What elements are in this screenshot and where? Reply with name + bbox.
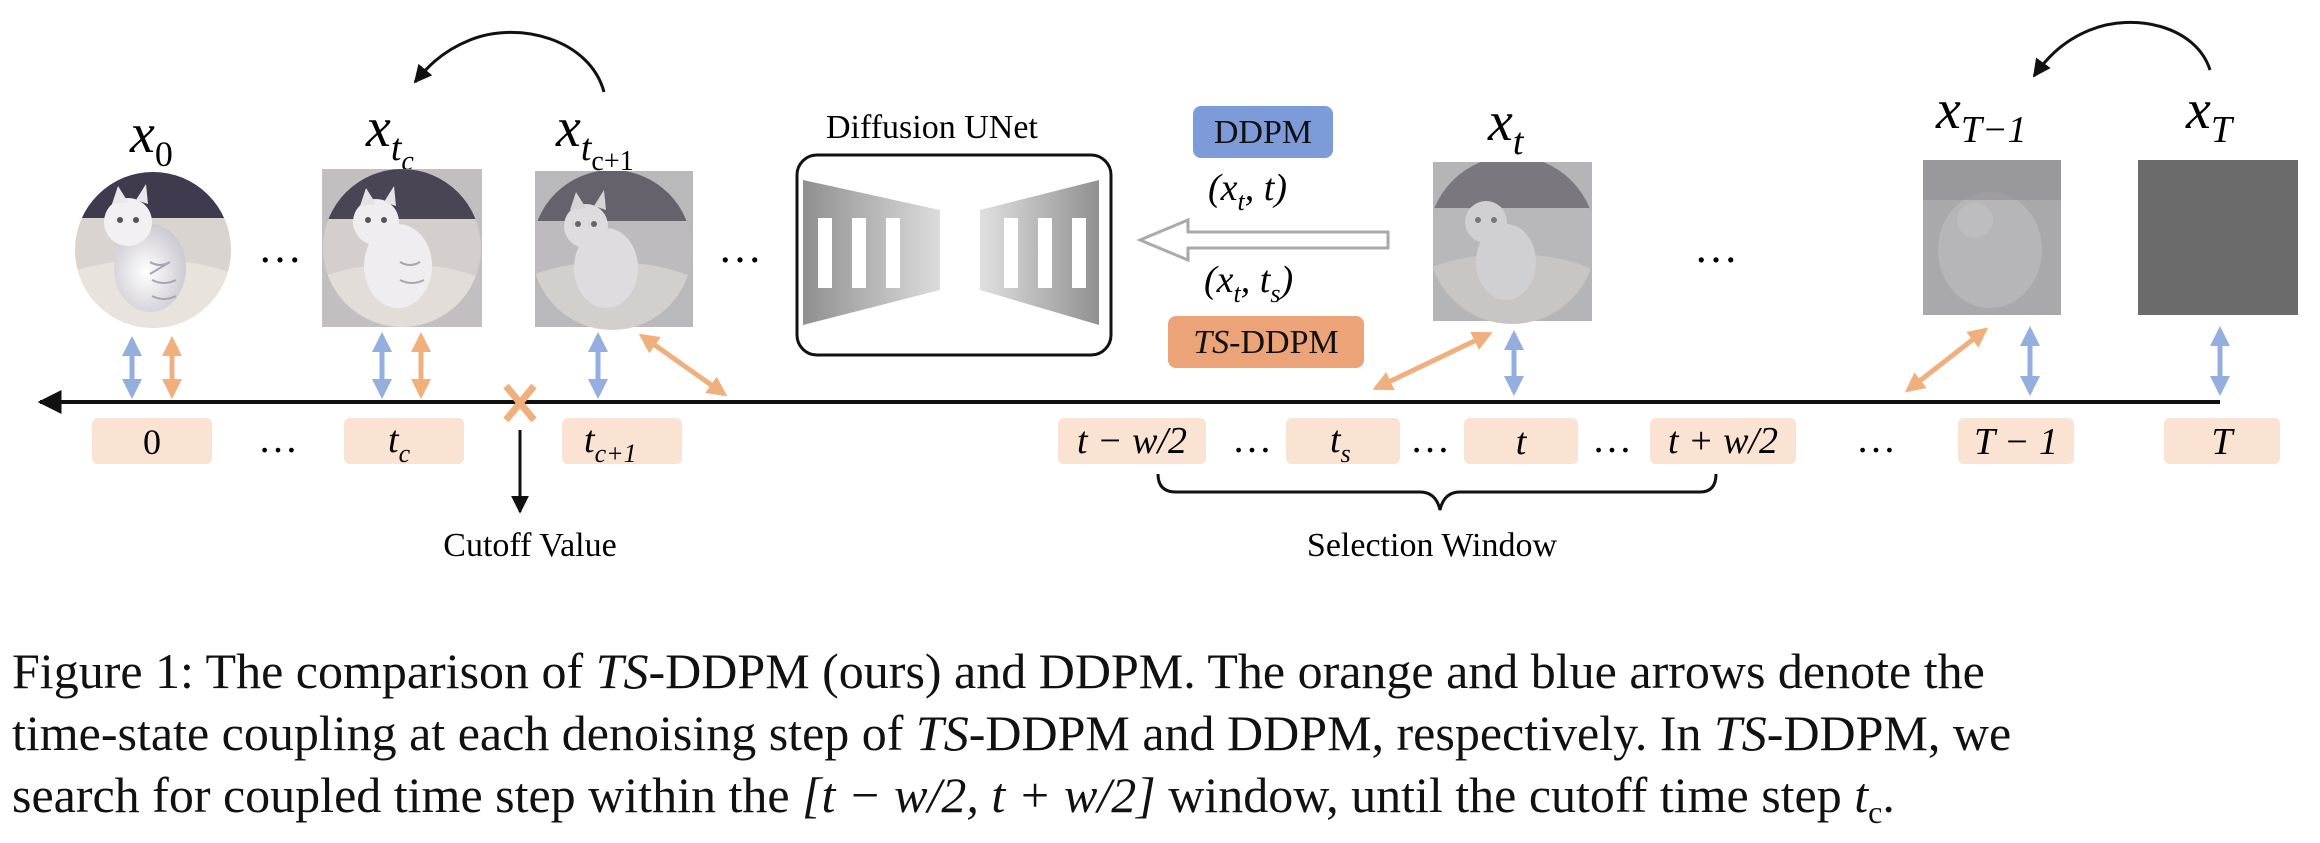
image-xT1-cat	[1923, 160, 2061, 315]
svg-text:x0: x0	[129, 103, 173, 174]
svg-text:TS-DDPM: TS-DDPM	[1193, 324, 1339, 361]
cutoff-cross	[503, 383, 537, 423]
selection-window-label: Selection Window	[1307, 527, 1558, 564]
svg-text:t + w/2: t + w/2	[1668, 420, 1778, 462]
cutoff-label: Cutoff Value	[443, 527, 616, 564]
image-xt-cat	[1428, 162, 1596, 324]
state-label-x0: x0	[129, 103, 173, 174]
unet-encoder	[803, 180, 940, 325]
tick-t: t	[1464, 418, 1578, 464]
state-label-xT1: xT−1	[1935, 79, 2027, 151]
ddpm-input: (xt, t)	[1208, 167, 1287, 216]
diffusion-unet: Diffusion UNet	[795, 109, 1113, 357]
tick-T-minus-1: T − 1	[1958, 418, 2074, 464]
caption-line-1: Figure 1: The comparison of TS-DDPM (our…	[12, 643, 1985, 699]
state-label-xtc1: xtc+1	[555, 97, 634, 177]
image-xtc-cat	[322, 169, 482, 327]
tsddpm-badge: TS-DDPM	[1168, 316, 1364, 368]
tick-ellipsis-1: …	[258, 416, 298, 461]
tick-tc1: tc+1	[562, 418, 682, 468]
svg-text:T: T	[2211, 421, 2235, 463]
svg-text:DDPM: DDPM	[1214, 114, 1312, 151]
image-xT-noise	[2138, 160, 2298, 315]
tick-tc: tc	[344, 418, 464, 468]
svg-text:ts: ts	[1330, 419, 1351, 468]
unet-title: Diffusion UNet	[826, 109, 1038, 146]
svg-text:tc: tc	[388, 419, 411, 468]
svg-text:xt: xt	[1487, 91, 1525, 163]
svg-text:t: t	[1516, 421, 1528, 463]
ellipsis-3: …	[1694, 223, 1738, 272]
curved-arrow-T-to-T1	[2032, 20, 2212, 78]
caption-line-2: time-state coupling at each denoising st…	[12, 705, 2012, 761]
orange-arrow-T1	[1904, 327, 1989, 393]
svg-text:xT: xT	[2185, 79, 2235, 151]
caption-line-3: search for coupled time step within the …	[12, 767, 1895, 830]
orange-arrow-t	[1372, 331, 1493, 391]
svg-text:xtc: xtc	[365, 97, 414, 177]
curved-arrow-tc1-to-tc	[413, 30, 606, 93]
state-label-xT: xT	[2185, 79, 2235, 151]
state-label-xt: xt	[1487, 91, 1525, 163]
orange-arrow-tc1	[638, 333, 728, 397]
tick-ellipsis-5: …	[1856, 416, 1896, 461]
svg-text:tc+1: tc+1	[584, 419, 637, 468]
tick-t-minus-w: t − w/2	[1058, 418, 1206, 464]
tick-T: T	[2164, 418, 2280, 464]
image-x0-cat	[75, 172, 231, 328]
tick-ts: ts	[1286, 418, 1400, 468]
svg-text:xT−1: xT−1	[1935, 79, 2027, 151]
tick-0: 0	[92, 418, 212, 464]
tsddpm-input: (xt, ts)	[1204, 259, 1293, 308]
input-hollow-arrow	[1136, 217, 1390, 263]
tick-ellipsis-2: …	[1232, 416, 1272, 461]
svg-text:xtc+1: xtc+1	[555, 97, 634, 177]
tick-ellipsis-4: …	[1592, 416, 1632, 461]
state-label-xtc: xtc	[365, 97, 414, 177]
ddpm-badge: DDPM	[1193, 106, 1333, 158]
svg-text:0: 0	[143, 422, 161, 462]
tick-ellipsis-3: …	[1410, 416, 1450, 461]
ellipsis-2: …	[718, 223, 762, 272]
image-xtc1-cat	[532, 171, 693, 330]
svg-text:t − w/2: t − w/2	[1077, 420, 1187, 462]
tick-t-plus-w: t + w/2	[1650, 418, 1796, 464]
svg-text:T − 1: T − 1	[1974, 421, 2058, 463]
figure-caption: Figure 1: The comparison of TS-DDPM (our…	[12, 640, 2308, 843]
ellipsis-1: …	[258, 223, 302, 272]
selection-window-brace	[1156, 473, 1718, 511]
